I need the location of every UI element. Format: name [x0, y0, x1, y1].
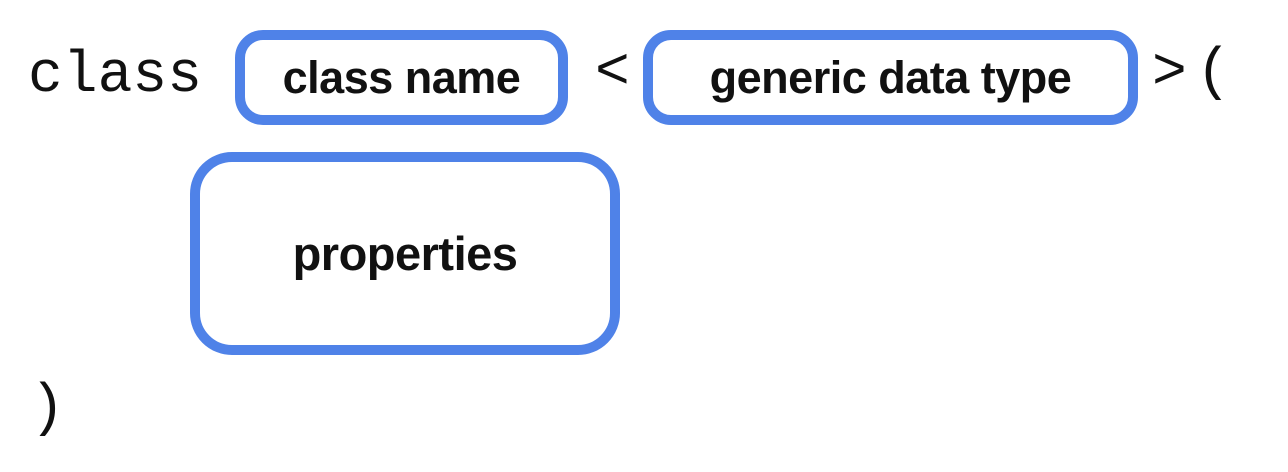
open-paren-symbol: (: [1196, 41, 1231, 106]
properties-box: properties: [190, 152, 620, 355]
class-name-box: class name: [235, 30, 568, 125]
properties-label: properties: [292, 227, 518, 280]
generic-data-type-box: generic data type: [643, 30, 1138, 125]
class-keyword: class: [28, 44, 203, 109]
generic-data-type-label: generic data type: [709, 52, 1072, 103]
less-than-symbol: <: [595, 41, 630, 106]
greater-than-symbol: >: [1152, 41, 1187, 106]
class-name-label: class name: [282, 52, 521, 103]
close-paren-symbol: ): [30, 377, 65, 442]
